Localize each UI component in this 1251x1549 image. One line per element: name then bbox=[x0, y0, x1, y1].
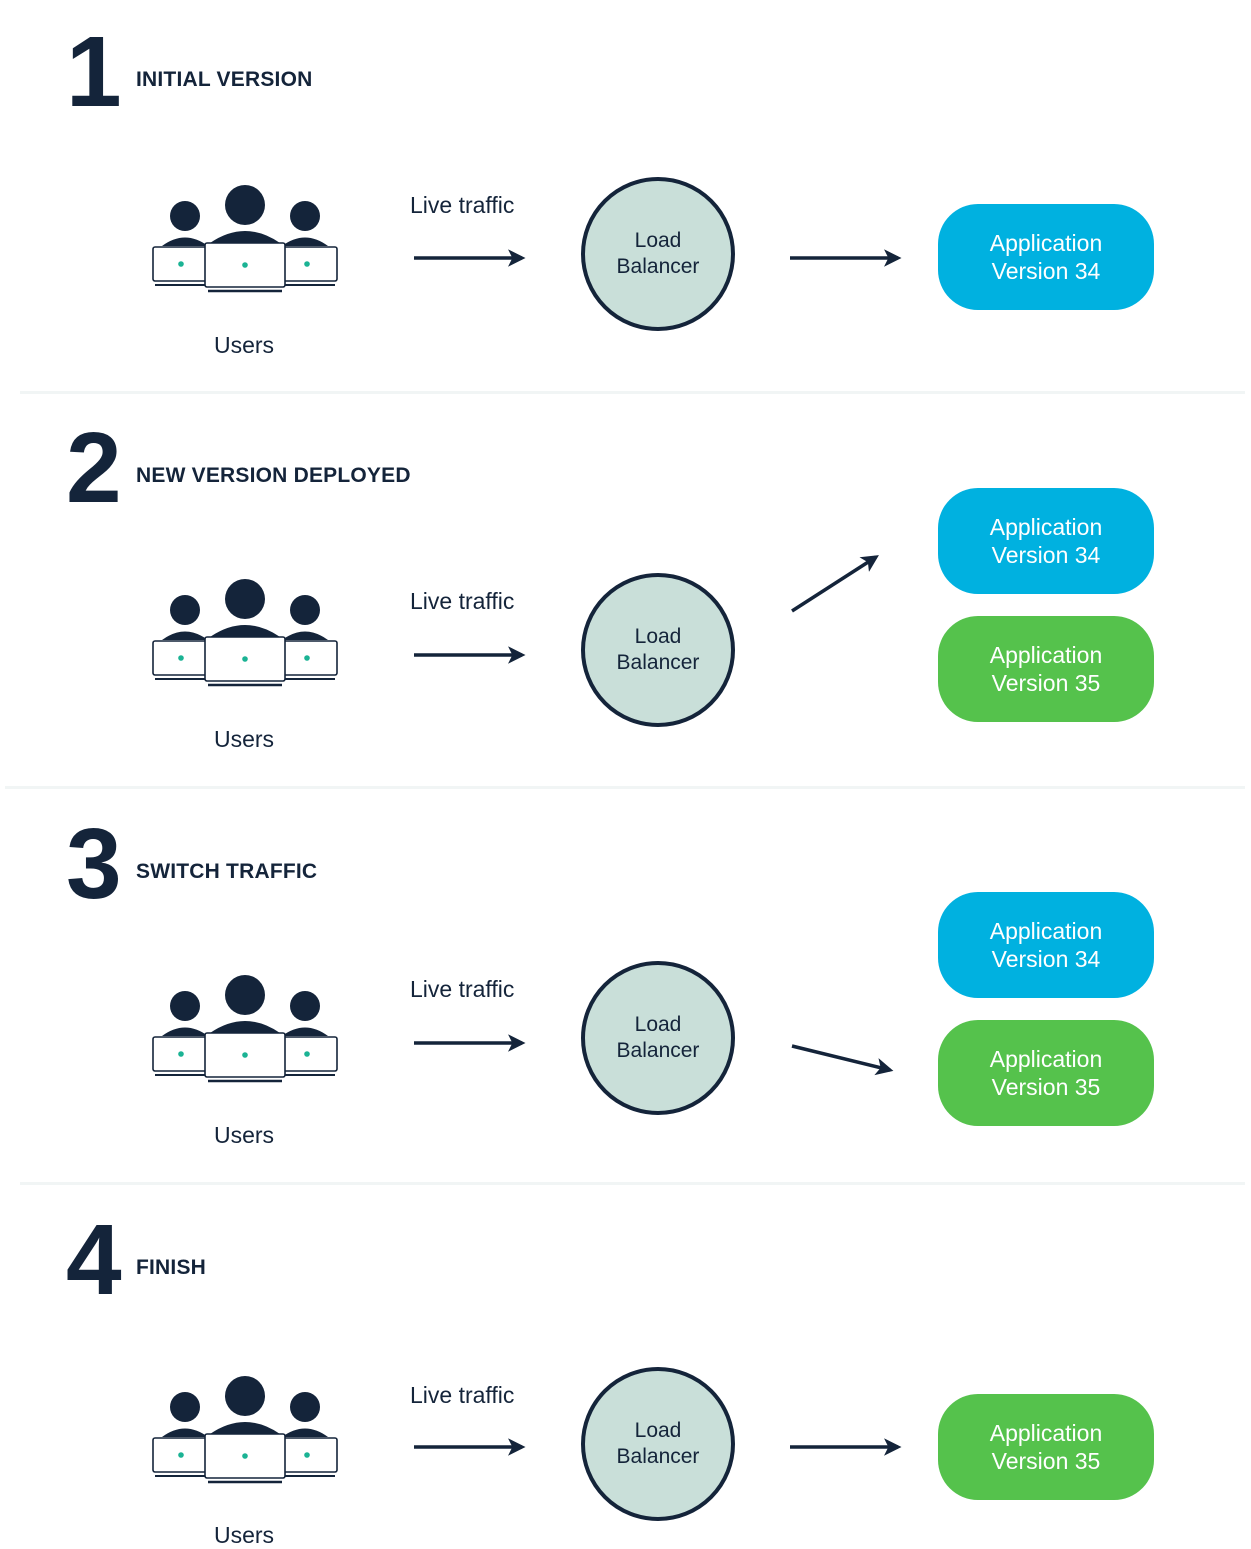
step-1: 1 INITIAL VERSION Users Live traffic Loa… bbox=[0, 0, 1251, 392]
app-line2: Version 35 bbox=[991, 1074, 1101, 1100]
users-laptops-icon bbox=[151, 1374, 339, 1484]
app-line2: Version 34 bbox=[991, 946, 1101, 972]
load-balancer-line1: Load bbox=[634, 1013, 682, 1036]
app-version-box: Application Version 35 bbox=[938, 1394, 1154, 1500]
step-number: 2 bbox=[66, 412, 122, 524]
users-label: Users bbox=[213, 726, 275, 752]
divider bbox=[20, 1182, 1245, 1185]
app-line1: Application bbox=[989, 230, 1103, 256]
arrow-right-icon bbox=[790, 1438, 902, 1456]
step-title: SWITCH TRAFFIC bbox=[136, 860, 318, 883]
load-balancer-line1: Load bbox=[634, 625, 682, 648]
step-number: 3 bbox=[66, 808, 122, 920]
live-traffic-label: Live traffic bbox=[410, 976, 515, 1002]
arrow-right-icon bbox=[414, 249, 526, 267]
step-number: 4 bbox=[66, 1204, 122, 1316]
load-balancer: Load Balancer bbox=[581, 573, 735, 727]
step-number: 1 bbox=[66, 16, 122, 128]
load-balancer: Load Balancer bbox=[581, 177, 735, 331]
step-title: INITIAL VERSION bbox=[136, 68, 313, 91]
step-title: NEW VERSION DEPLOYED bbox=[136, 464, 411, 487]
app-line2: Version 34 bbox=[991, 542, 1101, 568]
app-version-box: Application Version 34 bbox=[938, 204, 1154, 310]
users-label: Users bbox=[213, 1522, 275, 1548]
step-3: 3 SWITCH TRAFFIC Users Live traffic Load… bbox=[0, 790, 1251, 1182]
users-laptops-icon bbox=[151, 973, 339, 1083]
divider bbox=[20, 391, 1245, 394]
load-balancer-line2: Balancer bbox=[616, 255, 700, 278]
app-line1: Application bbox=[989, 918, 1103, 944]
app-line1: Application bbox=[989, 514, 1103, 540]
load-balancer: Load Balancer bbox=[581, 961, 735, 1115]
load-balancer-line2: Balancer bbox=[616, 1039, 700, 1062]
live-traffic-label: Live traffic bbox=[410, 588, 515, 614]
app-line2: Version 35 bbox=[991, 1448, 1101, 1474]
app-line2: Version 34 bbox=[991, 258, 1101, 284]
arrow-right-icon bbox=[414, 646, 526, 664]
arrow-down-right-icon bbox=[791, 1044, 894, 1076]
load-balancer-line1: Load bbox=[634, 1419, 682, 1442]
live-traffic-label: Live traffic bbox=[410, 1382, 515, 1408]
app-line1: Application bbox=[989, 1046, 1103, 1072]
users-laptops-icon bbox=[151, 183, 339, 293]
load-balancer-line2: Balancer bbox=[616, 1445, 700, 1468]
live-traffic-label: Live traffic bbox=[410, 192, 515, 218]
load-balancer-line2: Balancer bbox=[616, 651, 700, 674]
app-version-box: Application Version 34 bbox=[938, 488, 1154, 594]
step-2: 2 NEW VERSION DEPLOYED Users Live traffi… bbox=[0, 395, 1251, 787]
users-laptops-icon bbox=[151, 577, 339, 687]
load-balancer-line1: Load bbox=[634, 229, 682, 252]
app-line1: Application bbox=[989, 1420, 1103, 1446]
step-4: 4 FINISH Users Live traffic Load Balance… bbox=[0, 1186, 1251, 1548]
users-label: Users bbox=[213, 1122, 275, 1148]
app-line2: Version 35 bbox=[991, 670, 1101, 696]
users-label: Users bbox=[213, 332, 275, 358]
load-balancer: Load Balancer bbox=[581, 1367, 735, 1521]
app-version-box: Application Version 35 bbox=[938, 1020, 1154, 1126]
app-version-box: Application Version 34 bbox=[938, 892, 1154, 998]
divider bbox=[5, 786, 1245, 789]
step-title: FINISH bbox=[136, 1256, 207, 1279]
app-line1: Application bbox=[989, 642, 1103, 668]
app-version-box: Application Version 35 bbox=[938, 616, 1154, 722]
arrow-up-right-icon bbox=[791, 555, 879, 613]
arrow-right-icon bbox=[414, 1438, 526, 1456]
arrow-right-icon bbox=[414, 1034, 526, 1052]
arrow-right-icon bbox=[790, 249, 902, 267]
